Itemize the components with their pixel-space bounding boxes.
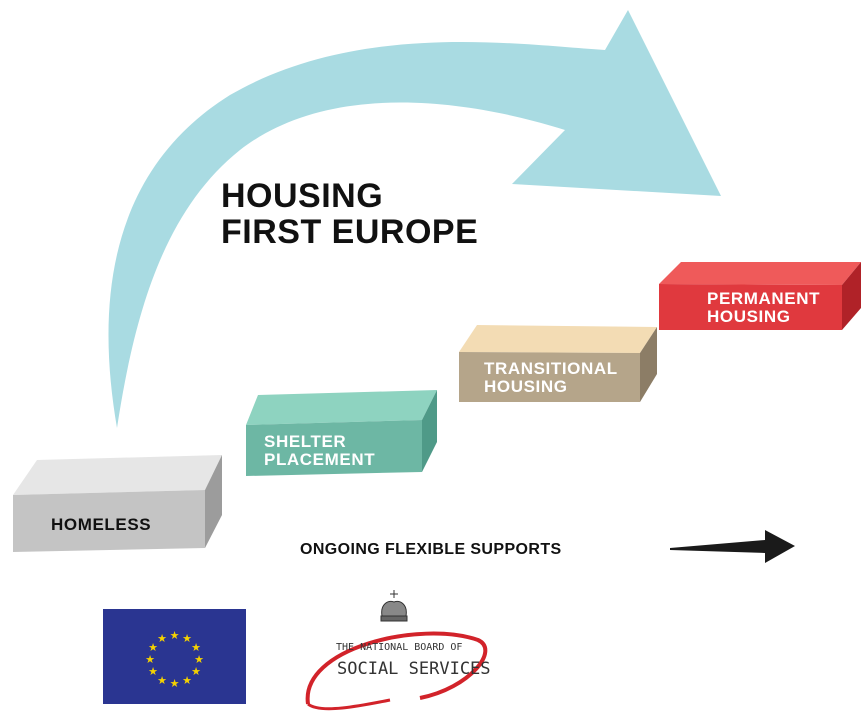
transitional-block bbox=[459, 325, 657, 402]
permanent-label-line-2: HOUSING bbox=[707, 307, 791, 326]
shelter-label-line-1: SHELTER bbox=[264, 432, 347, 451]
title-line-1: HOUSING bbox=[221, 177, 384, 215]
board-name-line-2: SOCIAL SERVICES bbox=[337, 659, 491, 679]
svg-text:★: ★ bbox=[182, 632, 192, 645]
homeless-block bbox=[13, 455, 222, 552]
board-name-line-1: THE NATIONAL BOARD OF bbox=[336, 642, 463, 653]
svg-text:★: ★ bbox=[191, 641, 201, 654]
shelter-block bbox=[246, 390, 437, 476]
supports-arrow bbox=[670, 530, 795, 563]
transitional-label-line-2: HOUSING bbox=[484, 377, 568, 396]
homeless-label: HOMELESS bbox=[51, 515, 152, 534]
svg-text:★: ★ bbox=[148, 665, 158, 678]
diagram-title: HOUSING FIRST EUROPE bbox=[221, 178, 478, 250]
national-board-logo bbox=[305, 590, 488, 711]
svg-text:★: ★ bbox=[170, 677, 180, 690]
title-line-2: FIRST EUROPE bbox=[221, 213, 479, 251]
svg-text:★: ★ bbox=[145, 653, 155, 666]
curved-arrow-shape bbox=[108, 10, 721, 428]
svg-text:★: ★ bbox=[182, 674, 192, 687]
eu-stars: ★ ★ ★ ★ ★ ★ ★ ★ ★ ★ ★ ★ bbox=[145, 629, 204, 690]
permanent-block bbox=[659, 262, 861, 330]
svg-text:★: ★ bbox=[194, 653, 204, 666]
permanent-label-line-1: PERMANENT bbox=[707, 289, 821, 308]
svg-text:★: ★ bbox=[148, 641, 158, 654]
transitional-label: TRANSITIONAL HOUSING bbox=[484, 360, 618, 396]
shelter-label: SHELTER PLACEMENT bbox=[264, 433, 375, 469]
svg-text:★: ★ bbox=[170, 629, 180, 642]
svg-text:★: ★ bbox=[191, 665, 201, 678]
shelter-label-line-2: PLACEMENT bbox=[264, 450, 376, 469]
svg-text:★: ★ bbox=[157, 674, 167, 687]
red-ring bbox=[305, 631, 488, 705]
permanent-label: PERMANENT HOUSING bbox=[707, 290, 820, 326]
eu-flag-logo: ★ ★ ★ ★ ★ ★ ★ ★ ★ ★ ★ ★ bbox=[103, 609, 246, 704]
crown-icon bbox=[380, 590, 408, 622]
transitional-label-line-1: TRANSITIONAL bbox=[484, 359, 618, 378]
supports-label: ONGOING FLEXIBLE SUPPORTS bbox=[300, 541, 562, 558]
svg-text:★: ★ bbox=[157, 632, 167, 645]
